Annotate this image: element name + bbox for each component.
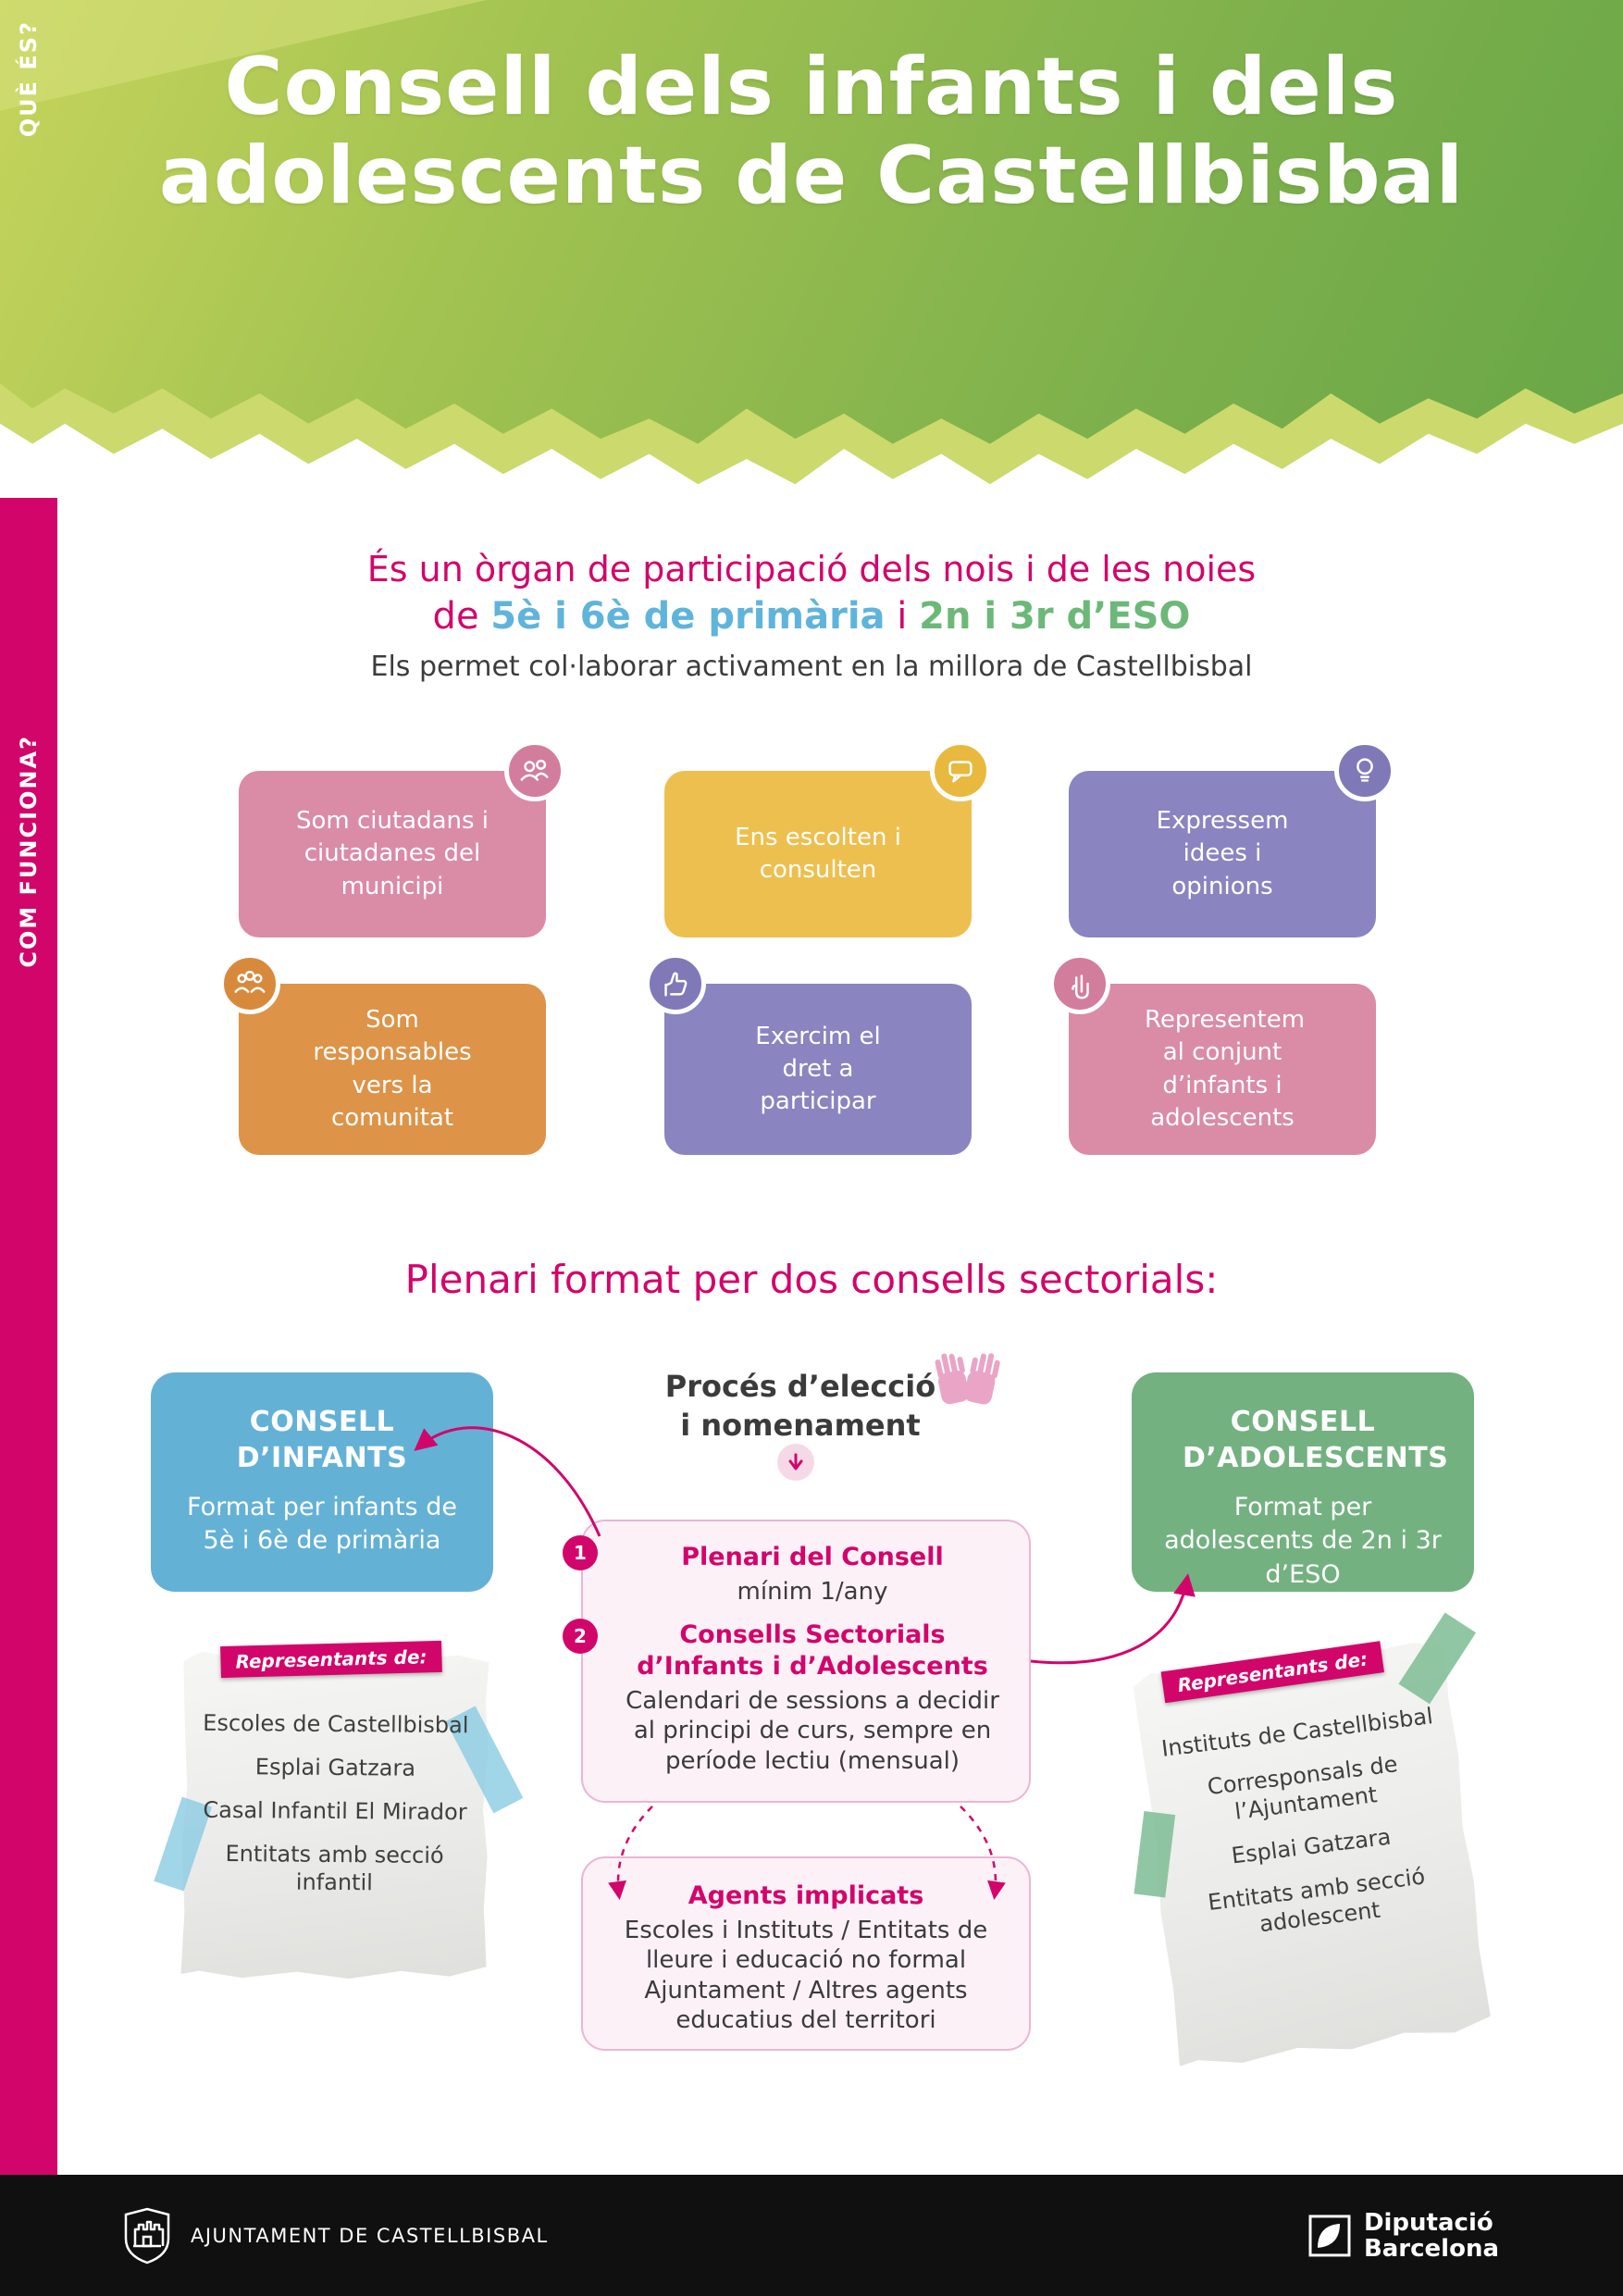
agents-title: Agents implicats [688,1881,924,1910]
magenta-side-strip [0,498,57,2175]
note-adolescents-representatives: Representants de: Instituts de Castellbi… [1132,1612,1493,2070]
intro-block: És un òrgan de participació dels nois i … [0,549,1623,683]
section-label-com-funciona: COM FUNCIONA? [16,735,42,968]
council-infants-box: CONSELL D’INFANTS Format per infants de … [151,1372,493,1592]
intro-line3: Els permet col·laborar activament en la … [370,651,1253,683]
feature-box-participate: Exercim el dret a participar [664,984,972,1155]
council-infants-subtitle: Format per infants de 5è i 6è de primàri… [187,1493,457,1556]
ajuntament-logo-block: AJUNTAMENT DE CASTELLBISBAL [122,2206,549,2265]
header-green-gradient [0,0,1623,444]
intro-line1: És un òrgan de participació dels nois i … [366,549,1257,590]
note-item: Escoles de Castellbisbal [203,1709,469,1739]
page-title-line1: Consell dels infants i dels [224,41,1399,133]
process-title: Procés d’elecció i nomenament [664,1369,936,1443]
note-item: Entitats amb secció infantil [225,1840,444,1896]
page-title: Consell dels infants i dels adolescents … [0,43,1623,221]
vote-icon [645,953,706,1014]
agents-desc: Escoles i Instituts / Entitats de lleure… [624,1916,988,2035]
feature-box-represent: Representem al conjunt d’infants i adole… [1069,984,1376,1155]
castle-shield-icon [124,2207,170,2264]
feature-box-ideas: Expressem idees i opinions [1069,771,1376,937]
intro-primary-grades: 5è i 6è de primària [490,595,886,638]
diputacio-label: Diputació Barcelona [1363,2208,1499,2263]
plenari-heading: Plenari format per dos consells sectoria… [404,1257,1219,1302]
footer-bar: AJUNTAMENT DE CASTELLBISBAL Diputació Ba… [0,2175,1623,2296]
intro-line2-pre: de [432,595,479,638]
step1-number-badge: 1 [563,1535,598,1570]
step1-title: Plenari del Consell [681,1543,944,1571]
ideas-icon [1334,740,1395,801]
speech-bubble-icon [930,740,991,801]
council-adolescents-subtitle: Format per adolescents de 2n i 3r d’ESO [1164,1493,1442,1589]
people-icon [504,740,565,801]
raised-hands-icon [921,1333,1013,1429]
community-icon [219,953,280,1014]
ajuntament-label: AJUNTAMENT DE CASTELLBISBAL [191,2224,549,2247]
feature-box-listened: Ens escolten i consulten [664,771,972,937]
council-infants-title: CONSELL D’INFANTS [236,1406,408,1474]
diputacio-logo-block: Diputació Barcelona [1308,2208,1499,2263]
page-title-line2: adolescents de Castellbisbal [158,130,1465,223]
process-steps-box: Plenari del Consell mínim 1/any Consells… [581,1520,1031,1803]
intro-eso-grades: 2n i 3r d’ESO [919,595,1191,638]
step1-desc: mínim 1/any [737,1577,888,1606]
down-arrow-icon [777,1444,814,1481]
feature-box-citizens: Som ciutadans i ciutadanes del municipi [239,771,546,937]
council-adolescents-title: CONSELL D’ADOLESCENTS [1183,1406,1449,1474]
header-banner: Consell dels infants i dels adolescents … [0,0,1623,504]
agents-box: Agents implicats Escoles i Instituts / E… [581,1856,1031,2051]
intro-line2-mid: i [897,595,908,638]
intro-line2: de 5è i 6è de primària i 2n i 3r d’ESO [0,595,1623,638]
note-item: Esplai Gatzara [254,1754,416,1781]
section-label-que-es: QUÈ ÉS? [16,19,42,138]
note-infants-representatives: Representants de: Escoles de Castellbisb… [154,1640,524,1980]
peace-hand-icon [1049,953,1110,1014]
note-items: Instituts de Castellbisbal Corresponsals… [1158,1702,1459,1948]
council-adolescents-box: CONSELL D’ADOLESCENTS Format per adolesc… [1132,1372,1474,1592]
note-item: Casal Infantil El Mirador [203,1796,467,1826]
note-items: Escoles de Castellbisbal Esplai Gatzara … [200,1709,470,1898]
note-ribbon: Representants de: [220,1640,442,1679]
diputacio-icon [1308,2215,1351,2256]
step2-title: Consells Sectorials d’Infants i d’Adoles… [637,1620,988,1681]
step2-number-badge: 2 [563,1619,598,1654]
feature-box-responsible: Som responsables vers la comunitat [239,984,546,1155]
step2-desc: Calendari de sessions a decidir al princ… [626,1686,999,1775]
